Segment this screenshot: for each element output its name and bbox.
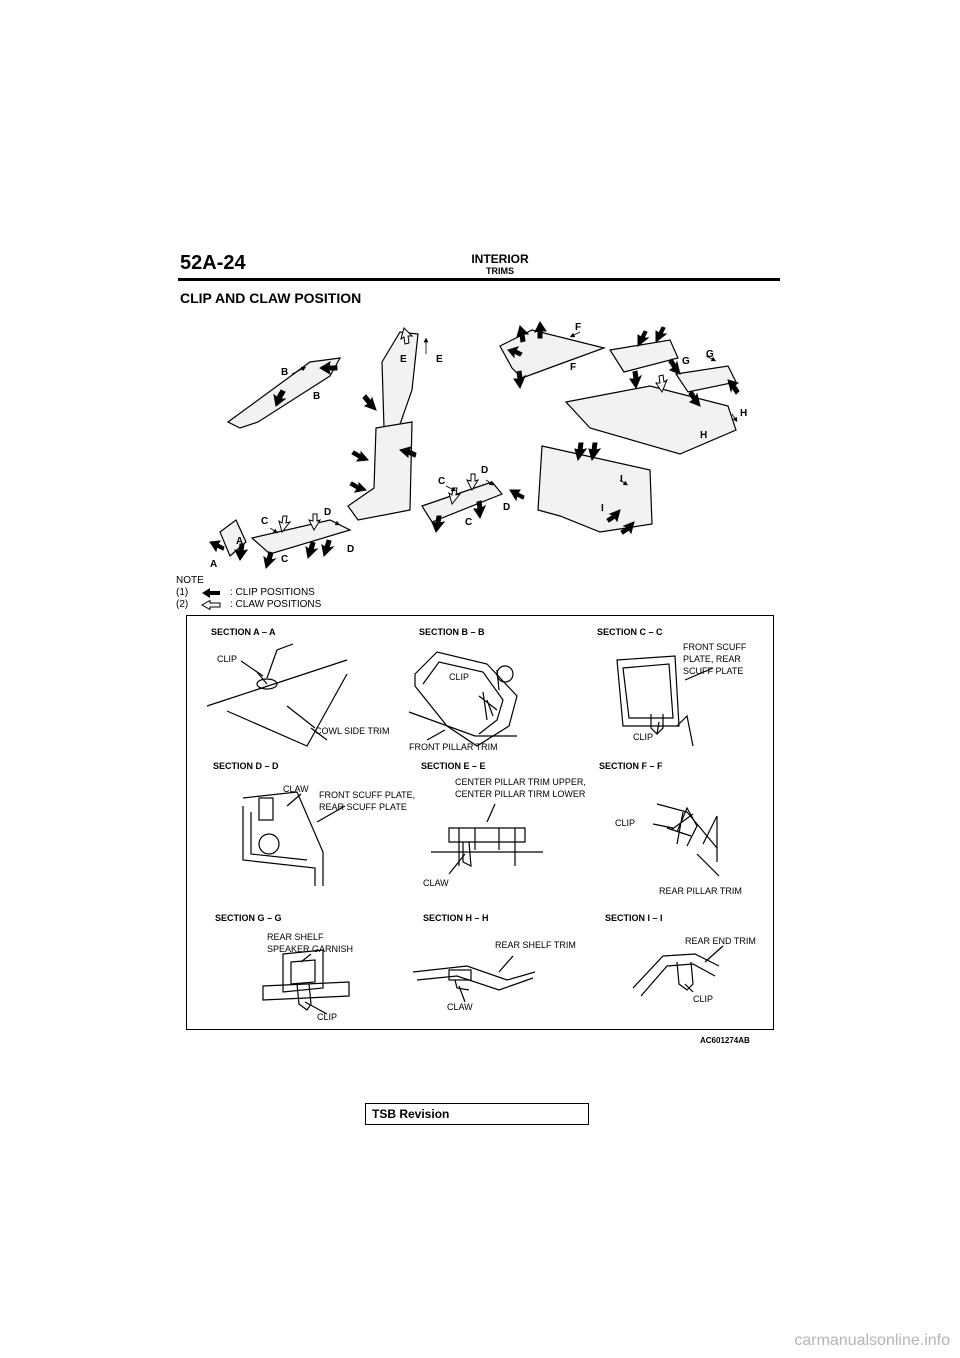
section-b-b-heading: SECTION B – B xyxy=(419,627,485,637)
label-clip-bb: CLIP xyxy=(449,672,470,682)
note-item-clip: (1) : CLIP POSITIONS xyxy=(176,587,321,599)
label-front-pillar-trim: FRONT PILLAR TRIM xyxy=(409,742,498,752)
mark-c-2: C xyxy=(281,554,289,565)
note-item-number: (2) xyxy=(176,599,189,610)
label-cowl-side-trim: COWL SIDE TRIM xyxy=(315,726,390,736)
mark-b-2: B xyxy=(313,391,321,402)
label-rear-end-trim: REAR END TRIM xyxy=(685,936,756,946)
note-item-number: (1) xyxy=(176,587,189,598)
label-clip-ff: CLIP xyxy=(615,818,636,828)
section-drawings xyxy=(206,643,724,1015)
mark-d-1: D xyxy=(324,507,332,518)
label-clip-gg: CLIP xyxy=(317,1012,338,1022)
label-scuff-dd-2: REAR SCUFF PLATE xyxy=(319,802,407,812)
section-details-panel: SECTION A – A SECTION B – B SECTION C – … xyxy=(186,615,774,1030)
mark-i-1: I xyxy=(620,474,623,485)
note-item-text: : CLIP POSITIONS xyxy=(230,587,315,598)
note-block: NOTE (1) : CLIP POSITIONS (2) : CLAW POS… xyxy=(176,575,321,611)
mark-g-2: G xyxy=(706,349,714,360)
mark-f-1: F xyxy=(575,322,582,333)
mark-e-1: E xyxy=(400,354,407,365)
section-e-e-heading: SECTION E – E xyxy=(421,761,486,771)
label-rear-shelf-trim: REAR SHELF TRIM xyxy=(495,940,576,950)
note-heading: NOTE xyxy=(176,575,204,586)
mark-b-1: B xyxy=(281,367,289,378)
mark-h-1: H xyxy=(740,408,748,419)
header-title: INTERIOR xyxy=(471,252,529,266)
section-f-f-heading: SECTION F – F xyxy=(599,761,663,771)
watermark: carmanualsonline.info xyxy=(794,1332,950,1349)
mark-i-2: I xyxy=(601,503,604,514)
note-item-claw: (2) : CLAW POSITIONS xyxy=(176,599,321,611)
section-a-a-heading: SECTION A – A xyxy=(211,627,276,637)
label-clip-ii: CLIP xyxy=(693,994,714,1004)
mark-e-2: E xyxy=(436,354,443,365)
trim-overview-illustration xyxy=(209,321,740,570)
mark-d-3: D xyxy=(481,465,489,476)
mark-a-1: A xyxy=(236,536,244,547)
label-claw-ee: CLAW xyxy=(423,878,449,888)
mark-c-3: C xyxy=(438,476,446,487)
mark-h-2: H xyxy=(700,430,708,441)
mark-c-4: C xyxy=(465,517,473,528)
label-center-pillar-1: CENTER PILLAR TRIM UPPER, xyxy=(455,777,586,787)
label-rear-shelf-2: SPEAKER GARNISH xyxy=(267,944,354,954)
label-scuff-dd-1: FRONT SCUFF PLATE, xyxy=(319,790,416,800)
label-front-scuff-cc-3: SCUFF PLATE xyxy=(683,666,744,676)
mark-a-2: A xyxy=(210,559,218,570)
section-d-d-heading: SECTION D – D xyxy=(213,761,279,771)
section-h-h-heading: SECTION H – H xyxy=(423,913,489,923)
mark-c-1: C xyxy=(261,516,269,527)
clip-arrow-icon xyxy=(202,588,220,598)
section-g-g-heading: SECTION G – G xyxy=(215,913,282,923)
mark-d-4: D xyxy=(503,502,511,513)
header-rule xyxy=(178,278,780,281)
section-c-c-heading: SECTION C – C xyxy=(597,627,663,637)
page-number: 52A-24 xyxy=(180,252,246,274)
label-clip-cc: CLIP xyxy=(633,732,654,742)
tsb-revision-label: TSB Revision xyxy=(372,1107,450,1121)
label-front-scuff-cc-1: FRONT SCUFF xyxy=(683,642,747,652)
mark-f-2: F xyxy=(570,362,577,373)
label-claw-hh: CLAW xyxy=(447,1002,473,1012)
label-rear-shelf-1: REAR SHELF xyxy=(267,932,324,942)
section-i-i-heading: SECTION I – I xyxy=(605,913,663,923)
section-title: CLIP AND CLAW POSITION xyxy=(180,290,362,306)
mark-g-1: G xyxy=(682,356,690,367)
header-subtitle: TRIMS xyxy=(486,266,514,276)
claw-arrow-icon xyxy=(200,600,221,610)
label-clip-aa: CLIP xyxy=(217,654,238,664)
label-center-pillar-2: CENTER PILLAR TIRM LOWER xyxy=(455,789,586,799)
figure-code: AC601274AB xyxy=(700,1036,750,1045)
label-claw-dd: CLAW xyxy=(283,784,309,794)
label-rear-pillar-trim: REAR PILLAR TRIM xyxy=(659,886,742,896)
tsb-revision-box: TSB Revision xyxy=(365,1103,589,1125)
mark-d-2: D xyxy=(347,544,355,555)
note-item-text: : CLAW POSITIONS xyxy=(230,599,322,610)
label-front-scuff-cc-2: PLATE, REAR xyxy=(683,654,741,664)
